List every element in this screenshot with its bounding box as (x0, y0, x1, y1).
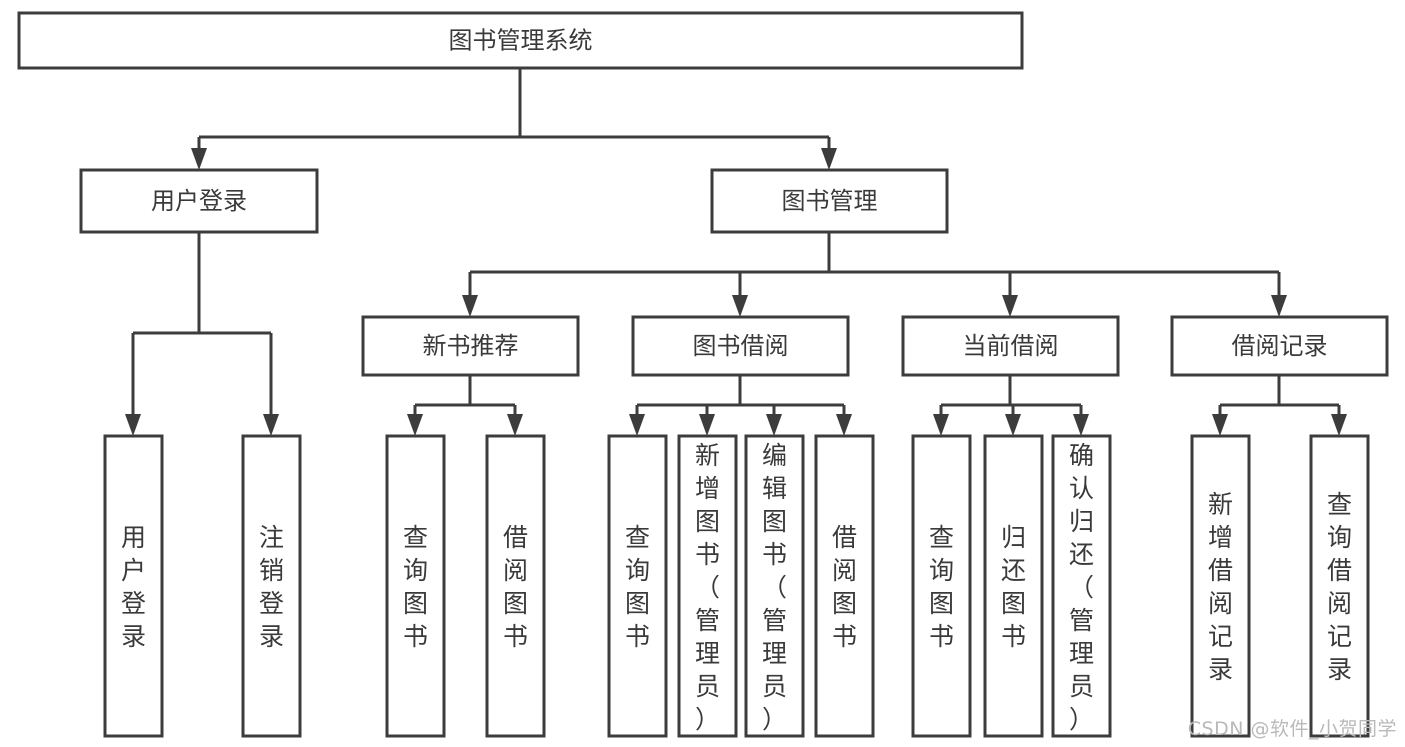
node-label: 用户登录 (121, 523, 146, 651)
node-leaf-query-borrow-record[interactable]: 查询借阅记录 (1309, 434, 1370, 738)
node-label: 注销登录 (259, 523, 284, 651)
node-leaf-borrow-book-2[interactable]: 借阅图书 (814, 434, 875, 738)
node-label: 新增借阅记录 (1208, 490, 1233, 684)
node-label: 借阅记录 (1232, 332, 1328, 360)
node-label: 当前借阅 (963, 332, 1059, 360)
node-label: 用户登录 (151, 187, 247, 215)
node-leaf-query-book-3[interactable]: 查询图书 (911, 434, 972, 738)
node-leaf-borrow-book-1[interactable]: 借阅图书 (485, 434, 546, 738)
connector-user-login-to-leaves (125, 232, 279, 436)
node-leaf-query-book-2[interactable]: 查询图书 (607, 434, 668, 738)
node-leaf-add-borrow-record[interactable]: 新增借阅记录 (1190, 434, 1251, 738)
node-book-borrow[interactable]: 图书借阅 (631, 315, 850, 377)
node-label: 归还图书 (1001, 523, 1026, 651)
node-leaf-user-login[interactable]: 用户登录 (103, 434, 164, 738)
node-leaf-confirm-return-admin[interactable]: 确认归还（管理员） (1051, 434, 1112, 738)
node-leaf-edit-book-admin[interactable]: 编辑图书（管理员） (744, 434, 805, 738)
node-label: 查询图书 (929, 523, 954, 651)
connector-new-book-recommend-to-leaves (407, 375, 523, 436)
node-label: 图书管理 (782, 187, 878, 215)
node-label: 编辑图书（管理员） (762, 441, 787, 734)
node-leaf-return-book[interactable]: 归还图书 (983, 434, 1044, 738)
csdn-watermark: CSDN @软件_小贺同学 (1187, 718, 1397, 740)
node-root[interactable]: 图书管理系统 (17, 11, 1024, 70)
node-label: 新书推荐 (423, 332, 519, 360)
connector-borrow-record-to-leaves (1212, 375, 1347, 436)
node-book-management[interactable]: 图书管理 (710, 168, 949, 234)
node-new-book-recommend[interactable]: 新书推荐 (361, 315, 580, 377)
node-borrow-record[interactable]: 借阅记录 (1170, 315, 1389, 377)
connector-root-to-level2 (191, 68, 837, 170)
connector-book-management-to-level3 (462, 232, 1287, 317)
node-leaf-query-book-1[interactable]: 查询图书 (385, 434, 446, 738)
connector-layer (125, 68, 1347, 436)
node-current-borrow[interactable]: 当前借阅 (901, 315, 1120, 377)
node-label: 借阅图书 (832, 523, 857, 651)
node-leaf-add-book-admin[interactable]: 新增图书（管理员） (677, 434, 738, 738)
node-label: 图书管理系统 (449, 27, 593, 55)
node-user-login[interactable]: 用户登录 (79, 168, 319, 234)
node-label: 查询借阅记录 (1327, 490, 1352, 684)
node-label: 图书借阅 (693, 332, 789, 360)
node-layer: 图书管理系统用户登录图书管理新书推荐图书借阅当前借阅借阅记录用户登录注销登录查询… (17, 11, 1389, 738)
node-label: 借阅图书 (503, 523, 528, 651)
node-label: 查询图书 (625, 523, 650, 651)
connector-book-borrow-to-leaves (629, 375, 852, 436)
node-label: 查询图书 (403, 523, 428, 651)
node-leaf-logout[interactable]: 注销登录 (241, 434, 302, 738)
node-label: 确认归还（管理员） (1069, 441, 1094, 734)
connector-current-borrow-to-leaves (933, 375, 1089, 436)
node-label: 新增图书（管理员） (695, 441, 720, 734)
